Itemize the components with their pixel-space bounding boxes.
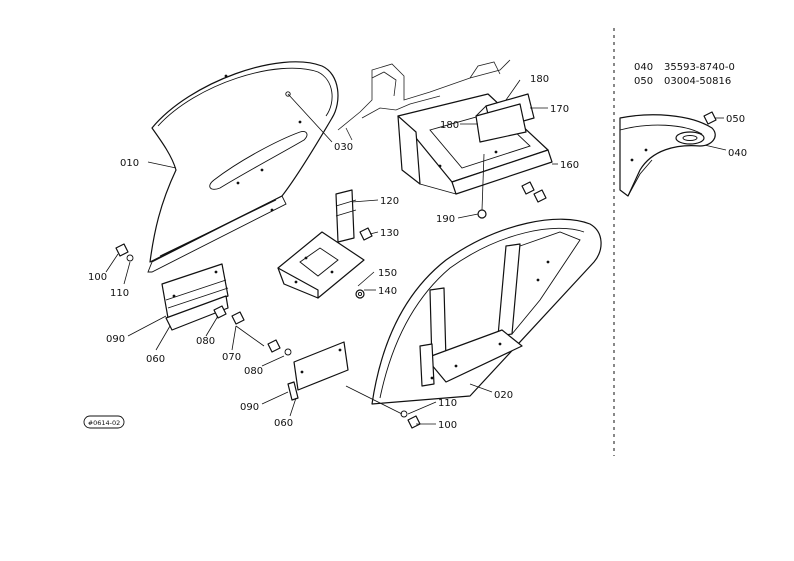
tractor-frame-outline [337, 59, 511, 141]
bracket-right-060 [287, 341, 349, 401]
callout-110-left: 110 [110, 288, 129, 299]
callout-040: 040 [728, 148, 747, 159]
bolt-080-left [213, 305, 245, 325]
callout-050: 050 [726, 114, 745, 125]
callout-010: 010 [120, 158, 139, 169]
parts-row-ref-040: 040 [634, 62, 653, 73]
callout-100-left: 100 [88, 272, 107, 283]
callout-110-right: 110 [438, 398, 457, 409]
parts-row-partno-050: 03004-50816 [664, 76, 731, 87]
callout-100-right: 100 [438, 420, 457, 431]
inset-fender-detail [619, 111, 717, 197]
callout-labels: 010 030 100 110 090 060 080 070 080 090 … [88, 74, 747, 431]
parts-table: 040 35593-8740-0 050 03004-50816 [634, 62, 735, 87]
parts-row-partno-040: 35593-8740-0 [664, 62, 735, 73]
callout-090-left: 090 [106, 334, 125, 345]
callout-060-right: 060 [274, 418, 293, 429]
bolt-070-080-right [267, 339, 292, 356]
callout-070: 070 [222, 352, 241, 363]
callout-130: 130 [380, 228, 399, 239]
callout-060-left: 060 [146, 354, 165, 365]
fender-left-010 [147, 61, 339, 273]
bolt-190 [477, 181, 547, 219]
figure-id-tag: #0614-02 [83, 415, 125, 429]
callout-170: 170 [550, 104, 569, 115]
stay-bracket-120 [335, 189, 357, 243]
nut-140-150 [355, 289, 365, 299]
callout-080-right: 080 [244, 366, 263, 377]
box-170 [475, 93, 535, 143]
leader-lines [105, 79, 727, 425]
callout-190: 190 [436, 214, 455, 225]
callout-150: 150 [378, 268, 397, 279]
mounting-plate-130 [277, 231, 365, 299]
callout-180-top: 180 [530, 74, 549, 85]
callout-180-left: 180 [440, 120, 459, 131]
callout-020: 020 [494, 390, 513, 401]
fender-right-020 [371, 218, 602, 405]
callout-140: 140 [378, 286, 397, 297]
bolt-130 [359, 227, 373, 241]
figure-id-text: #0614-02 [88, 419, 121, 427]
bolt-100-110-right [400, 410, 421, 429]
callout-090-right: 090 [240, 402, 259, 413]
callout-120: 120 [380, 196, 399, 207]
bolt-100-left [115, 243, 134, 262]
bracket-left-060 [161, 263, 229, 331]
callout-160: 160 [560, 160, 579, 171]
callout-030: 030 [334, 142, 353, 153]
parts-row-ref-050: 050 [634, 76, 653, 87]
callout-080-left: 080 [196, 336, 215, 347]
